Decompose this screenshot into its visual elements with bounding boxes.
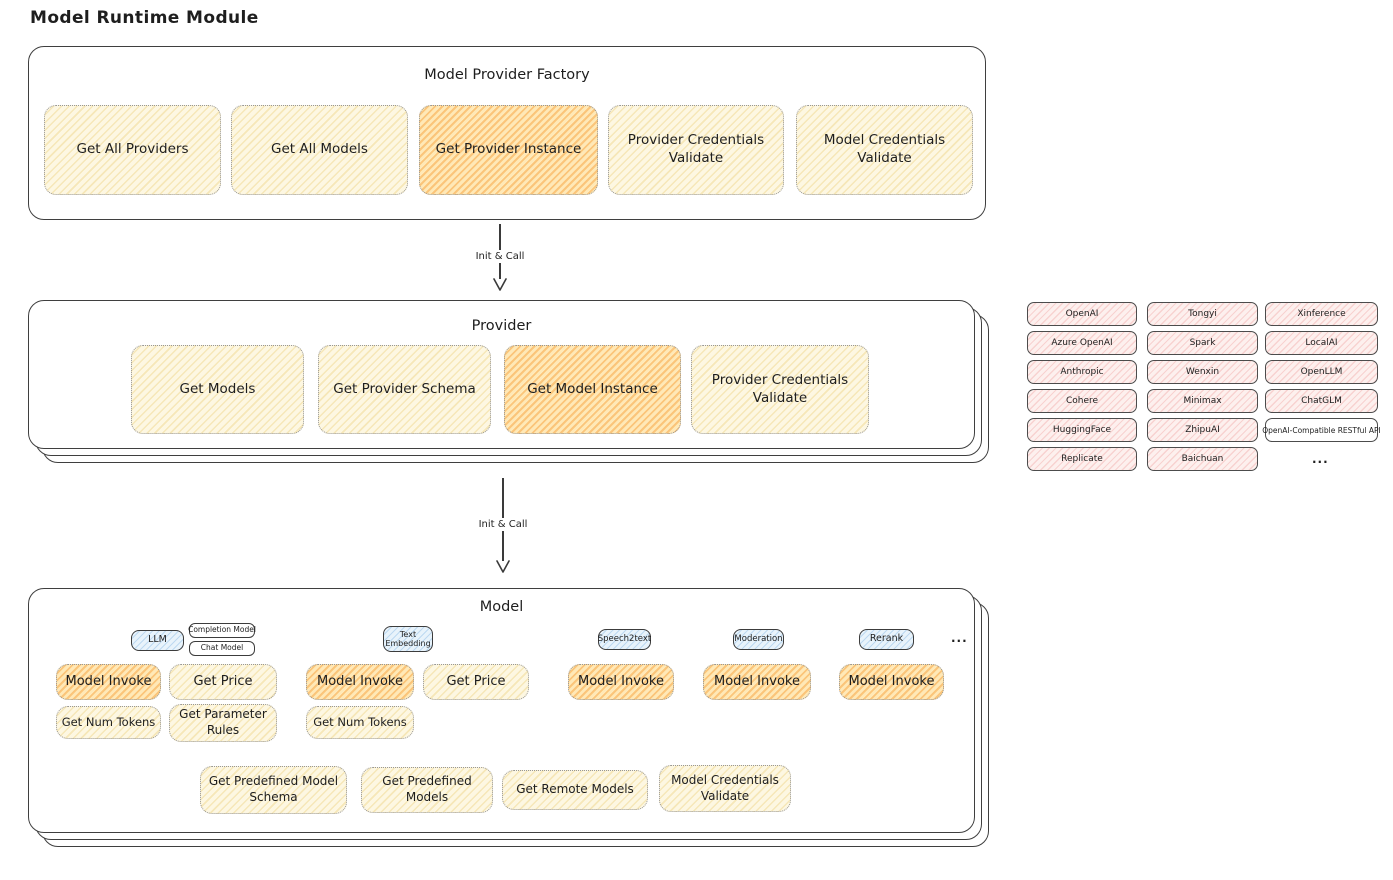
vendor-chip-tongyi: Tongyi (1147, 302, 1258, 326)
provider-get-provider-schema-button: Get Provider Schema (318, 345, 491, 434)
arrow-down-icon (496, 560, 510, 573)
speech2text-model-invoke-button: Model Invoke (568, 664, 674, 700)
tag-rerank: Rerank (859, 629, 914, 650)
model-title: Model (479, 599, 524, 615)
tag-moderation: Moderation (733, 629, 784, 650)
arrow-factory-to-provider: Init & Call (460, 224, 540, 291)
vendor-chip-cohere: Cohere (1027, 389, 1137, 413)
vendor-chip-openai: OpenAI (1027, 302, 1137, 326)
provider-title: Provider (471, 318, 532, 334)
tag-completion-model: Completion Model (188, 623, 256, 638)
provider-get-model-instance-button: Get Model Instance (504, 345, 681, 434)
factory-frame: Model Provider Factory Get All Providers… (28, 46, 986, 220)
factory-get-all-models-button: Get All Models (231, 105, 408, 195)
arrow-down-icon (493, 278, 507, 291)
factory-provider-credentials-validate-button: Provider Credentials Validate (608, 105, 784, 195)
vendor-chip-zhipuai: ZhipuAI (1147, 418, 1258, 442)
arrow-init-call-label: Init & Call (474, 518, 532, 531)
vendor-chip-baichuan: Baichuan (1147, 447, 1258, 471)
vendor-chip-azure-openai: Azure OpenAI (1027, 331, 1137, 355)
arrow-provider-to-model: Init & Call (463, 478, 543, 573)
tag-chat-model: Chat Model (189, 641, 255, 656)
vendor-chip-spark: Spark (1147, 331, 1258, 355)
vendor-chip-openai-compatible-restful-api: OpenAI-Compatible RESTful API (1262, 418, 1381, 442)
tags-more-label: ... (951, 631, 968, 645)
vendor-chip-chatglm: ChatGLM (1265, 389, 1378, 413)
tag-speech2text: Speech2text (598, 629, 651, 650)
factory-get-provider-instance-button: Get Provider Instance (419, 105, 598, 195)
vendor-chip-replicate: Replicate (1027, 447, 1137, 471)
page-title: Model Runtime Module (30, 8, 259, 28)
vendor-chip-minimax: Minimax (1147, 389, 1258, 413)
provider-get-models-button: Get Models (131, 345, 304, 434)
rerank-model-invoke-button: Model Invoke (839, 664, 944, 700)
arrow-line (499, 224, 501, 250)
llm-get-num-tokens-button: Get Num Tokens (56, 706, 161, 739)
moderation-model-invoke-button: Model Invoke (703, 664, 811, 700)
vendor-chip-localai: LocalAI (1265, 331, 1378, 355)
embedding-get-num-tokens-button: Get Num Tokens (306, 706, 414, 739)
get-remote-models-button: Get Remote Models (502, 770, 648, 810)
arrow-line (502, 531, 504, 561)
arrow-init-call-label: Init & Call (471, 250, 529, 263)
factory-model-credentials-validate-button: Model Credentials Validate (796, 105, 973, 195)
tag-text-embedding: Text Embedding (383, 626, 433, 652)
provider-frame: Provider Get Models Get Provider Schema … (28, 300, 975, 449)
llm-model-invoke-button: Model Invoke (56, 664, 161, 700)
provider-provider-credentials-validate-button: Provider Credentials Validate (691, 345, 869, 434)
vendors-more-label: ... (1312, 452, 1329, 466)
llm-get-price-button: Get Price (169, 664, 277, 700)
vendor-chip-anthropic: Anthropic (1027, 360, 1137, 384)
arrow-line (499, 263, 501, 279)
model-credentials-validate-button: Model Credentials Validate (659, 765, 791, 812)
get-predefined-models-button: Get Predefined Models (361, 767, 493, 813)
factory-title: Model Provider Factory (424, 67, 590, 83)
get-predefined-model-schema-button: Get Predefined Model Schema (200, 766, 347, 814)
vendor-chip-openllm: OpenLLM (1265, 360, 1378, 384)
arrow-line (502, 478, 504, 518)
tag-llm: LLM (131, 630, 184, 651)
vendor-chip-wenxin: Wenxin (1147, 360, 1258, 384)
llm-get-parameter-rules-button: Get Parameter Rules (169, 704, 277, 742)
embedding-model-invoke-button: Model Invoke (306, 664, 414, 700)
vendor-chip-huggingface: HuggingFace (1027, 418, 1137, 442)
embedding-get-price-button: Get Price (423, 664, 529, 700)
factory-get-all-providers-button: Get All Providers (44, 105, 221, 195)
model-frame: Model LLM Completion Model Chat Model Te… (28, 588, 975, 833)
vendor-chip-xinference: Xinference (1265, 302, 1378, 326)
